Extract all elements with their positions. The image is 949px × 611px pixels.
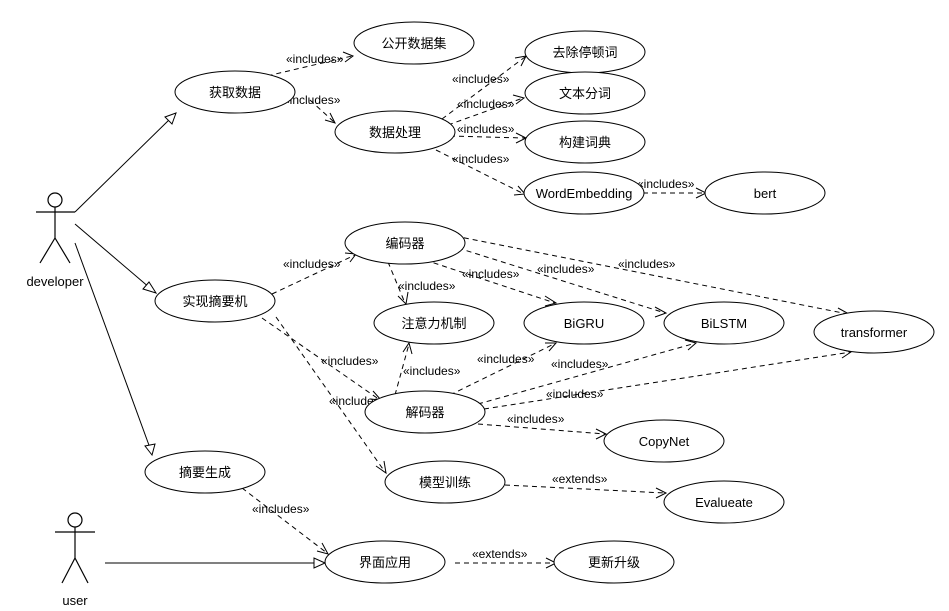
stick-figure-icon [36,192,75,264]
usecase-word-embedding[interactable]: WordEmbedding [523,171,645,215]
actor-developer[interactable]: developer [26,192,84,289]
usecase-bilstm-label: BiLSTM [701,316,747,331]
usecase-encoder-label: 编码器 [385,236,424,251]
assoc-developer-get-data [74,112,177,213]
usecase-ui-application-label: 界面应用 [359,555,411,570]
usecase-transformer[interactable]: transformer [813,310,935,354]
label-include-15: «includes» [551,357,609,371]
include-decoder-copynet [477,423,608,440]
usecase-text-segmentation-label: 文本分词 [559,86,611,101]
usecase-copynet[interactable]: CopyNet [603,419,725,463]
label-include-6: «includes» [452,152,510,166]
label-include-17: «includes» [546,387,604,401]
usecase-public-dataset-label: 公开数据集 [381,36,446,51]
assoc-developer-implement [74,223,158,294]
extend-training-evaluate [504,484,668,499]
usecase-evaluate-label: Evalueate [695,495,753,510]
include-decoder-bilstm [477,339,698,405]
actor-user-label: user [62,593,88,608]
usecase-bigru[interactable]: BiGRU [523,301,645,345]
label-include-14: «includes» [477,352,535,366]
usecase-summary-generation[interactable]: 摘要生成 [144,450,266,494]
label-include-5: «includes» [457,122,515,136]
usecase-model-training-label: 模型训练 [419,475,471,490]
label-include-2: «includes» [283,93,341,107]
usecase-update-upgrade[interactable]: 更新升级 [553,540,675,584]
label-extend-2: «extends» [472,547,528,561]
usecase-bigru-label: BiGRU [564,316,604,331]
usecase-text-segmentation[interactable]: 文本分词 [524,71,646,115]
include-processing-segmentation [447,94,526,126]
include-decoder-transformer [483,348,853,410]
label-include-13: «includes» [321,354,379,368]
label-include-9: «includes» [398,279,456,293]
usecase-encoder[interactable]: 编码器 [344,221,466,265]
include-implement-training [275,316,387,475]
stick-figure-icon [55,512,95,584]
actor-developer-label: developer [26,274,84,289]
include-get-data-public-dataset [249,51,355,81]
usecase-public-dataset[interactable]: 公开数据集 [353,21,475,65]
label-include-19: «includes» [507,412,565,426]
usecase-implement-summarizer-label: 实现摘要机 [182,294,247,309]
usecase-word-embedding-label: WordEmbedding [536,186,633,201]
usecase-copynet-label: CopyNet [639,434,690,449]
usecase-remove-stopwords-label: 去除停顿词 [552,45,617,60]
usecase-bilstm[interactable]: BiLSTM [663,301,785,345]
usecase-remove-stopwords[interactable]: 去除停顿词 [524,30,646,74]
include-encoder-bilstm [457,247,668,318]
usecase-implement-summarizer[interactable]: 实现摘要机 [154,279,276,323]
label-include-12: «includes» [618,257,676,271]
include-decoder-attention [394,341,413,396]
label-include-7: «includes» [637,177,695,191]
include-get-data-data-processing [309,99,336,124]
include-decoder-bigru [449,342,558,396]
usecase-data-processing-label: 数据处理 [369,125,421,140]
label-include-11: «includes» [537,262,595,276]
label-include-8: «includes» [283,257,341,271]
usecase-data-processing[interactable]: 数据处理 [334,110,456,154]
usecase-get-data[interactable]: 获取数据 [174,70,296,114]
usecase-transformer-label: transformer [841,325,908,340]
usecase-ui-application[interactable]: 界面应用 [324,540,446,584]
label-include-10: «includes» [462,267,520,281]
usecase-attention-label: 注意力机制 [401,316,466,331]
usecase-bert-label: bert [754,186,777,201]
usecase-attention[interactable]: 注意力机制 [373,301,495,345]
usecase-build-dictionary-label: 构建词典 [559,135,611,150]
label-include-1: «includes» [286,52,344,66]
assoc-developer-summary-generation [74,242,156,457]
actor-user[interactable]: user [55,512,95,608]
assoc-user-ui-application [105,557,327,569]
usecase-model-training[interactable]: 模型训练 [384,460,506,504]
usecase-build-dictionary[interactable]: 构建词典 [524,120,646,164]
usecase-bert[interactable]: bert [704,171,826,215]
label-extend-1: «extends» [552,472,608,486]
usecase-summary-generation-label: 摘要生成 [179,465,231,480]
label-include-3: «includes» [452,72,510,86]
label-include-16: «includes» [403,364,461,378]
usecase-get-data-label: 获取数据 [209,85,261,100]
usecase-update-upgrade-label: 更新升级 [588,555,640,570]
usecase-decoder[interactable]: 解码器 [364,390,486,434]
label-include-4: «includes» [457,97,515,111]
usecase-evaluate[interactable]: Evalueate [663,480,785,524]
usecase-decoder-label: 解码器 [405,405,444,420]
include-summary-ui [241,487,330,555]
include-encoder-bigru [424,259,558,307]
label-include-20: «includes» [252,502,310,516]
